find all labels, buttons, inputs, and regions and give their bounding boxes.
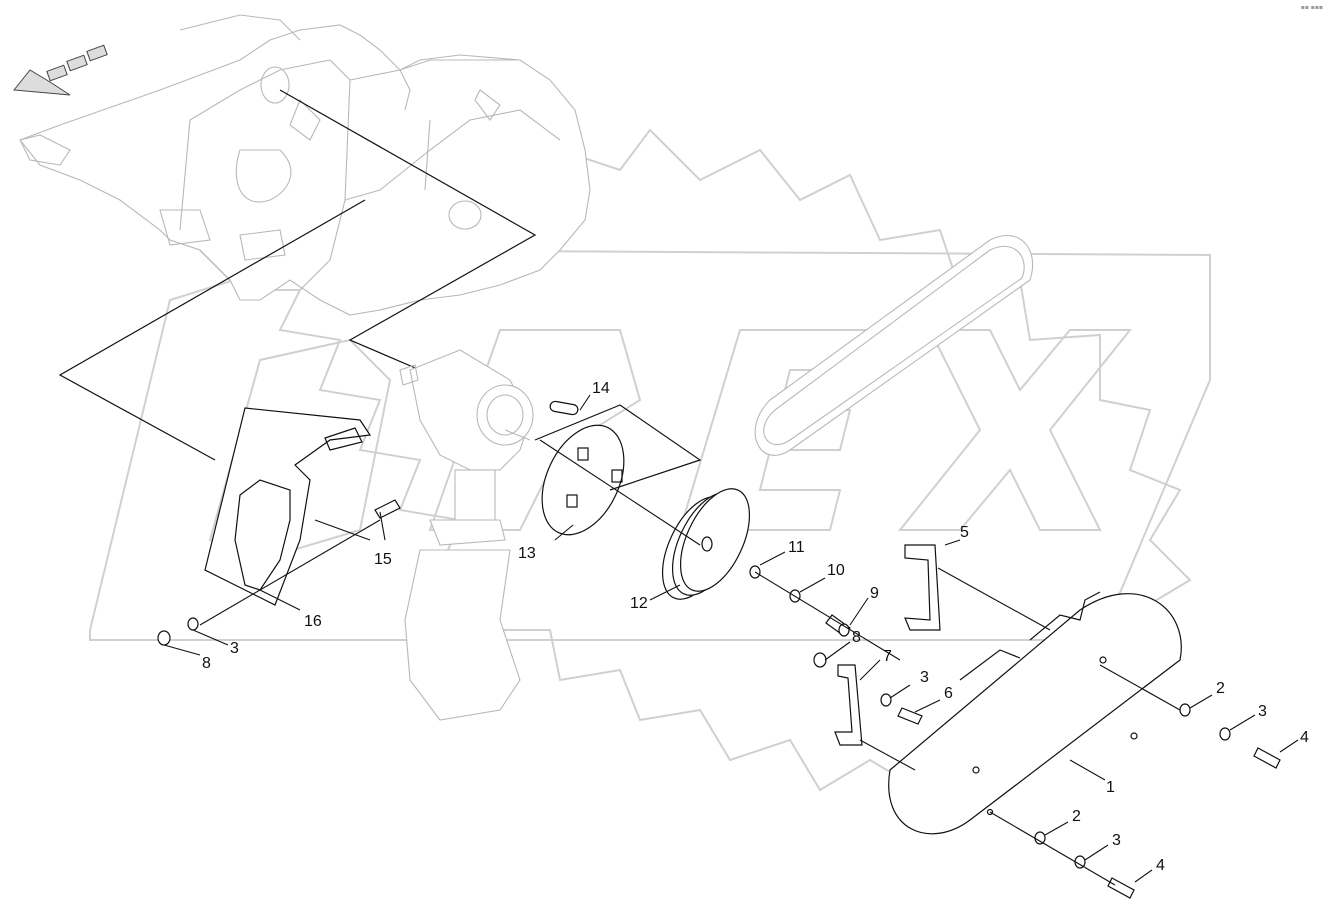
callout-3: 3 [1258,703,1267,720]
machine-frame [19,14,591,316]
callouts: 1 2 2 3 3 3 3 4 4 5 6 7 8 8 9 10 11 12 1… [202,380,1309,874]
callout-3: 3 [920,669,929,686]
reference-lines [58,89,537,461]
shaft-key [549,400,579,416]
callout-4: 4 [1156,857,1165,874]
callout-1: 1 [1106,779,1115,796]
bracket-7 [834,664,863,746]
hardware [157,499,1281,899]
callout-6: 6 [944,685,953,702]
callout-3: 3 [230,640,239,657]
callout-7: 7 [883,648,892,665]
callout-11: 11 [788,539,805,556]
bolt-9 [825,614,851,637]
callout-10: 10 [827,562,845,579]
callout-2: 2 [1072,808,1081,825]
belt-cover [888,591,1182,835]
callout-2: 2 [1216,680,1225,697]
callout-13: 13 [518,545,536,562]
gearbox-assembly [399,349,534,721]
callout-9: 9 [870,585,879,602]
bracket-5 [904,544,941,631]
callout-15: 15 [374,551,392,568]
shield-plate [204,407,372,606]
direction-arrow-icon [13,44,108,96]
pulley [661,488,751,600]
disc-plate [534,404,702,536]
callout-8: 8 [852,629,861,646]
callout-4: 4 [1300,729,1309,746]
callout-12: 12 [630,595,648,612]
callout-16: 16 [304,613,322,630]
callout-8: 8 [202,655,211,672]
callout-5: 5 [960,524,969,541]
drive-belt [754,234,1034,456]
callout-3: 3 [1112,832,1121,849]
callout-14: 14 [592,380,610,397]
leader-lines [163,394,1299,886]
corner-mark: ▪▪ ▪▪▪ [1300,4,1323,11]
